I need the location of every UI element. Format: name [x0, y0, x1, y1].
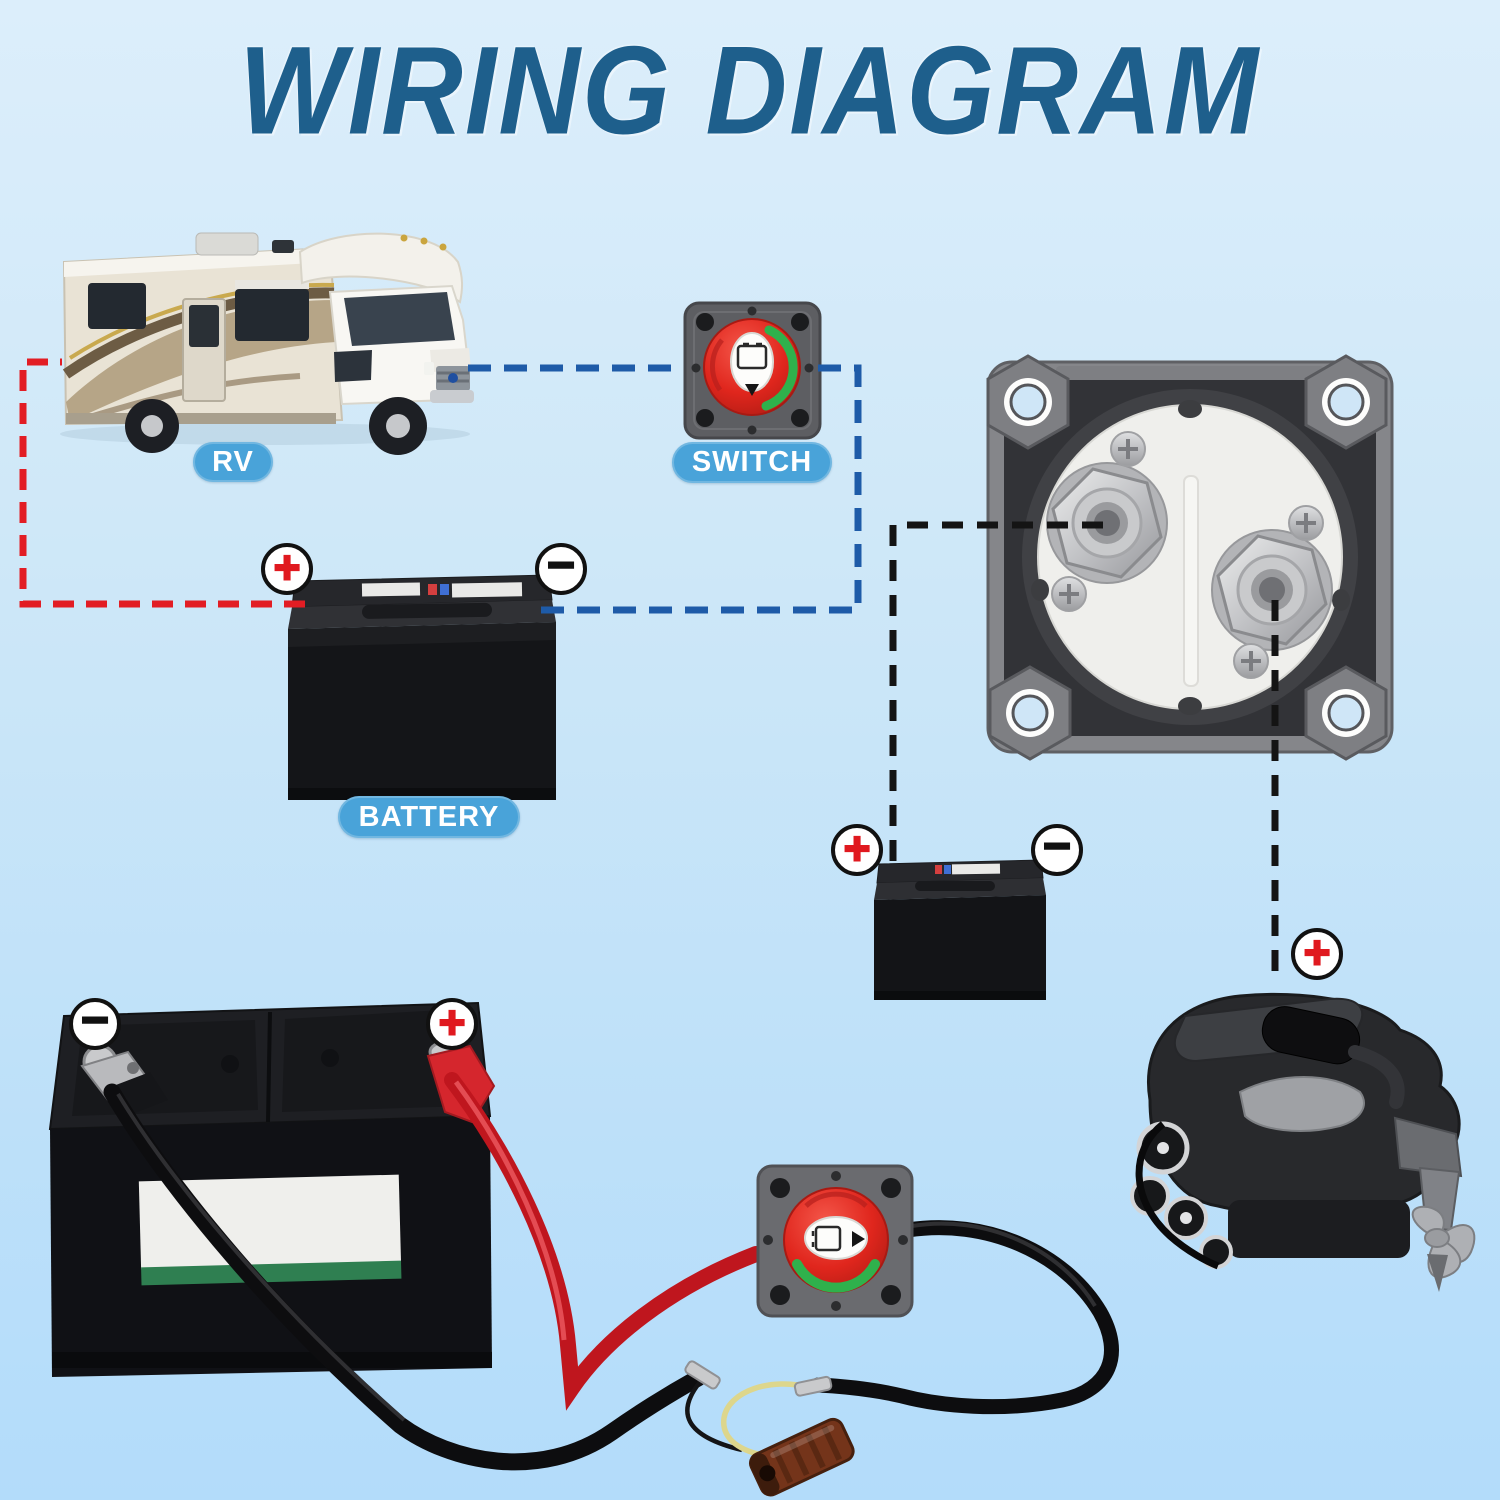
cable-set — [103, 1072, 1119, 1471]
rv-window-rear — [88, 283, 146, 329]
rv-rear-wheel — [125, 399, 179, 453]
rv-cab — [298, 232, 474, 406]
switch-corner-hole — [791, 409, 809, 427]
rv-illustration — [60, 232, 474, 455]
marine-switch-corner-hole — [881, 1285, 901, 1305]
rv-front-wheel — [369, 397, 427, 455]
marine-switch-corner-hole — [770, 1285, 790, 1305]
house-battery-negative-marker: − — [69, 993, 121, 1050]
engine-sterndrive — [1393, 1116, 1476, 1292]
rv-cabover-hump — [298, 232, 464, 304]
minus-symbol: − — [1042, 819, 1072, 873]
selector-screws — [1051, 431, 1324, 679]
engine-positive-marker: + — [1291, 928, 1343, 980]
rv-window-mid — [235, 289, 309, 341]
fuse-black-pigtail-wire — [685, 1380, 743, 1453]
house-battery-green-stripe — [141, 1260, 402, 1286]
switch-battery-icon — [736, 342, 768, 370]
rv-marker-light — [420, 237, 428, 245]
engine-hose — [1348, 1045, 1405, 1109]
plus-symbol: + — [438, 995, 467, 1048]
minus-symbol: − — [80, 993, 110, 1047]
battery-disconnect-switch — [683, 301, 822, 440]
marine-switch-pointer-triangle — [852, 1231, 865, 1247]
marine-switch-corner-hole — [881, 1178, 901, 1198]
switch-label-text: SWITCH — [691, 446, 813, 478]
switch-to-battery-negative-dash — [540, 364, 862, 614]
selector-terminal-stud-right — [1211, 529, 1333, 651]
marine-engine-illustration — [1130, 992, 1476, 1292]
auxiliary-battery — [874, 859, 1046, 1000]
switch-output-cable — [810, 1220, 1119, 1415]
rv-cab-door-window — [334, 350, 372, 382]
switch-green-arc — [761, 325, 798, 411]
rv-roof-vent — [272, 240, 294, 253]
inline-fuse-holder — [748, 1417, 855, 1497]
switch-corner-hole — [791, 313, 809, 331]
engine-skeg — [1427, 1254, 1448, 1292]
rv-grille — [436, 366, 470, 391]
negative-battery-cable — [103, 1083, 707, 1471]
marine-disconnect-switch — [756, 1164, 914, 1318]
switch-label-pill: SWITCH — [672, 442, 832, 483]
marine-switch-battery-icon — [811, 1225, 842, 1252]
main-battery-front-face — [288, 622, 556, 800]
switch-corner-hole — [696, 313, 714, 331]
rv-skirt — [66, 413, 336, 424]
marine-switch-green-arc — [792, 1259, 880, 1293]
main-battery-negative-marker: − — [535, 538, 587, 595]
auxiliary-battery-front-face — [874, 895, 1046, 999]
selector-corner-boss — [1304, 354, 1388, 450]
rv-marker-light — [400, 234, 408, 242]
auxiliary-battery-handle — [915, 881, 995, 891]
connection-lines — [19, 358, 1279, 972]
engine-pulleys — [1130, 1121, 1233, 1270]
rv-label-text: RV — [212, 445, 254, 478]
engine-air-filter — [1261, 1006, 1361, 1065]
selector-to-auxiliary-battery-dash — [889, 521, 1103, 864]
rv-windshield — [344, 292, 455, 346]
selector-divider-bar — [1183, 475, 1199, 687]
rv-bumper — [430, 390, 474, 403]
plus-symbol: + — [273, 540, 302, 593]
engine-belt — [1135, 1121, 1220, 1270]
house-battery-label-panel — [138, 1174, 402, 1286]
auxiliary-battery-positive-marker: + — [831, 824, 883, 876]
rv-marker-light — [439, 243, 447, 251]
engine-lower-block — [1228, 1200, 1410, 1258]
selector-corner-boss — [988, 665, 1072, 761]
battery-label-pill: BATTERY — [338, 796, 520, 838]
selector-switch-back-view — [986, 354, 1394, 761]
rv-to-battery-positive-dash — [19, 358, 305, 608]
positive-battery-cable — [444, 1072, 764, 1411]
switch-pointer-triangle — [745, 384, 759, 396]
rv-entry-door — [182, 298, 226, 402]
rv-label-pill: RV — [193, 442, 273, 482]
rv-headlight — [424, 362, 434, 375]
main-battery — [288, 574, 556, 800]
rv-awning — [235, 280, 309, 289]
switch-corner-hole — [696, 409, 714, 427]
main-battery-positive-marker: + — [261, 543, 313, 595]
fuse-holder-hole — [759, 1465, 776, 1482]
minus-symbol: − — [546, 538, 576, 592]
house-battery-positive-marker: + — [426, 998, 478, 1050]
main-battery-handle — [362, 602, 493, 619]
cable-ring-lug — [793, 1375, 833, 1397]
marine-switch-corner-hole — [770, 1178, 790, 1198]
fuse-yellow-pigtail-wire — [721, 1381, 813, 1459]
cable-ring-lug — [684, 1360, 721, 1390]
selector-corner-boss — [1304, 665, 1388, 761]
rv-brand-badge — [448, 373, 458, 383]
auxiliary-battery-negative-marker: − — [1031, 819, 1083, 876]
battery-label-text: BATTERY — [358, 800, 500, 833]
house-battery — [48, 1001, 496, 1377]
plus-symbol: + — [1303, 925, 1332, 978]
selector-corner-boss — [986, 354, 1070, 450]
rv-roof-ac-unit — [195, 232, 259, 256]
engine-intake-manifold — [1238, 1076, 1365, 1132]
plus-symbol: + — [843, 821, 872, 874]
